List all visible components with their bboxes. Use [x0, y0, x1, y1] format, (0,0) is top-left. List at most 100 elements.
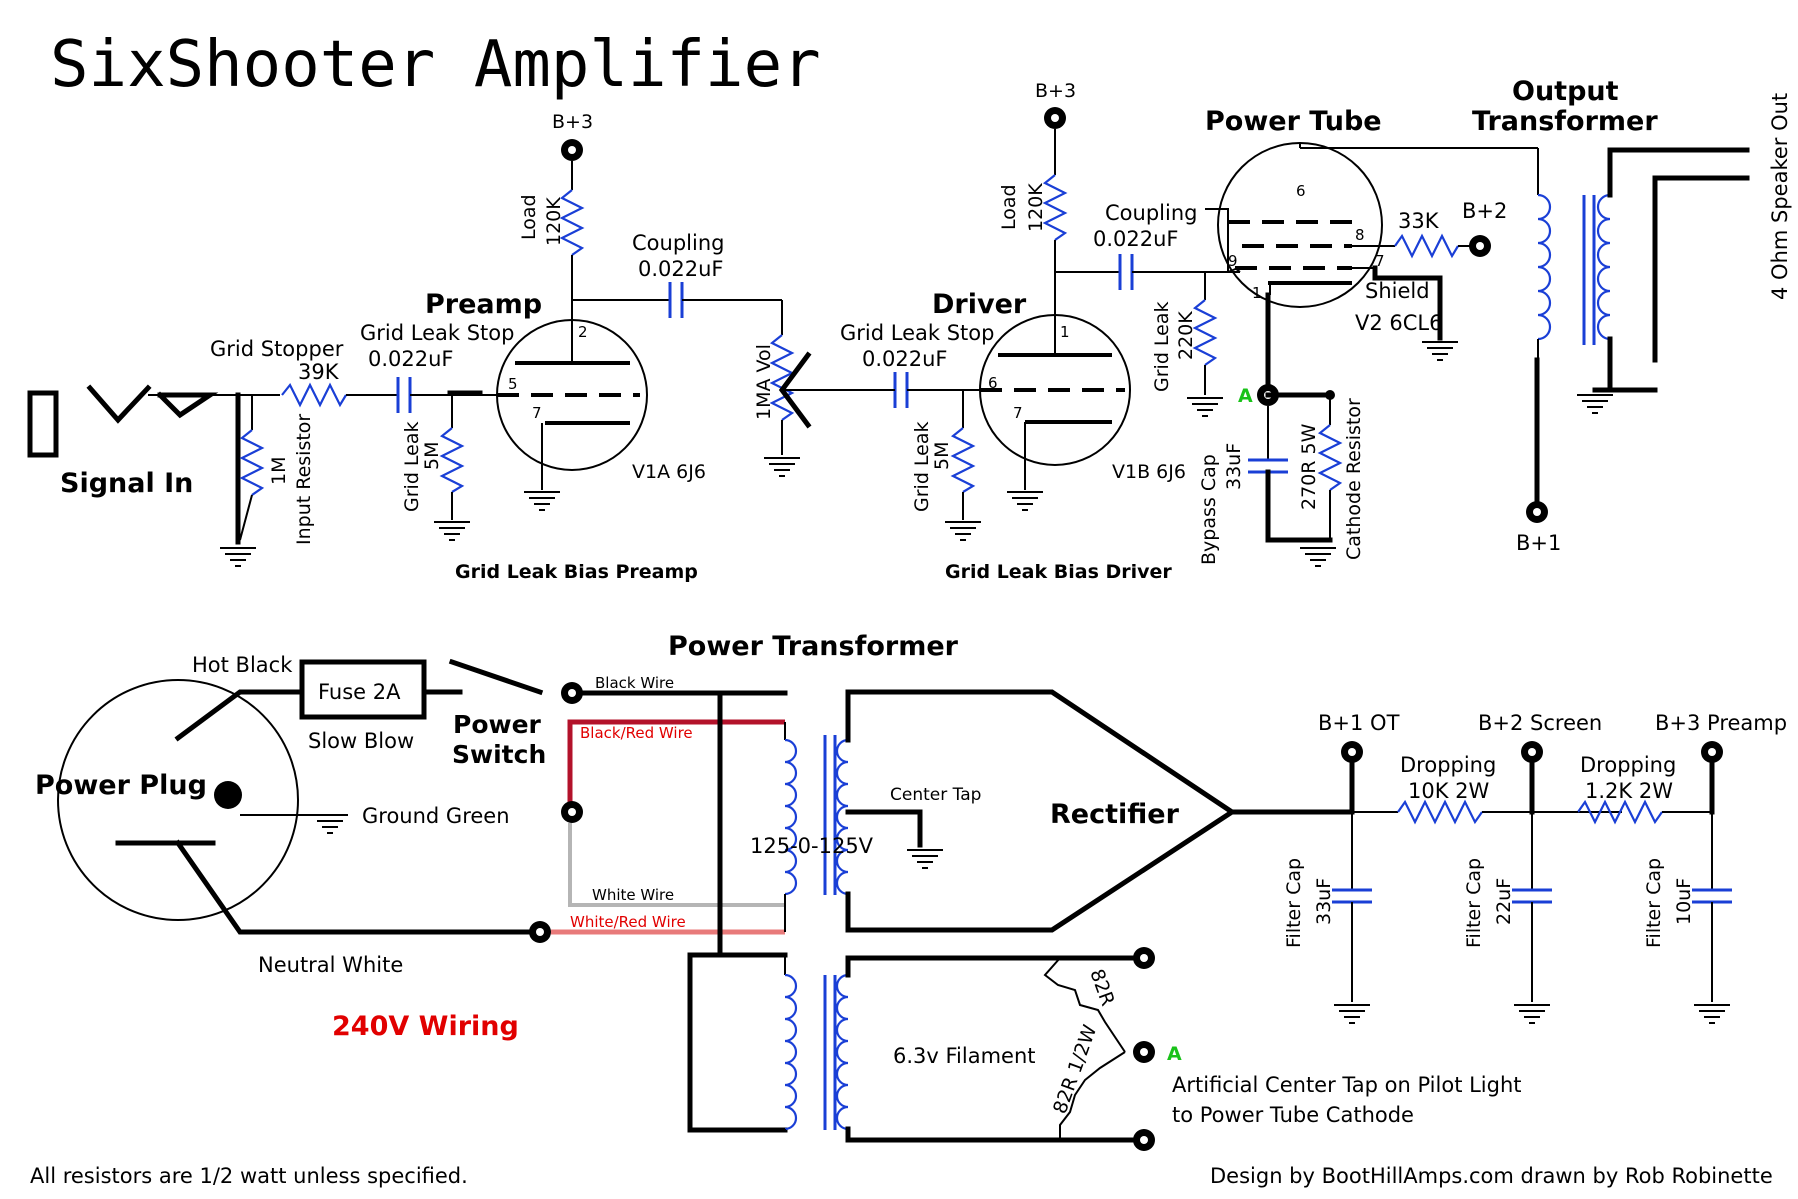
filter-cap-1-label: Filter Cap	[1283, 858, 1305, 948]
volume-pot	[769, 334, 795, 421]
neutral-white-label: Neutral White	[258, 953, 403, 977]
wiring-240-label: 240V Wiring	[332, 1011, 519, 1042]
cathode-res-value: 270R 5W	[1298, 423, 1320, 510]
pre-bplus3: B+3	[552, 111, 593, 133]
pre-load-label: Load	[518, 194, 540, 240]
bypass-cap-value: 33uF	[1223, 443, 1245, 490]
schematic-title: SixShooter Amplifier	[50, 28, 821, 102]
cathode-res-label: Cathode Resistor	[1343, 398, 1365, 560]
screen-resistor	[1394, 233, 1459, 259]
hot-black-label: Hot Black	[192, 653, 293, 677]
v2-pin-7: 7	[1375, 252, 1385, 270]
screen-res-value: 33K	[1398, 209, 1440, 233]
power-transformer-label: Power Transformer	[668, 631, 959, 662]
power-switch-label-2: Switch	[452, 740, 546, 769]
b3-preamp-label: B+3 Preamp	[1655, 711, 1787, 735]
pwr-grid-leak-value: 220K	[1175, 311, 1197, 360]
drv-grid-leak-stop-label: Grid Leak Stop	[840, 321, 994, 345]
b1-ot-label: B+1 OT	[1318, 711, 1400, 735]
drv-load-value: 120K	[1025, 183, 1047, 232]
pre-load-resistor	[559, 189, 585, 256]
ot-bplus1: B+1	[1516, 531, 1561, 555]
power-tube-label: Power Tube	[1205, 106, 1382, 137]
v2-pin-9: 9	[1228, 252, 1238, 270]
dropping-resistor-2	[1577, 799, 1663, 825]
dropping-resistor-1	[1397, 799, 1483, 825]
ground-green-label: Ground Green	[362, 804, 510, 828]
drv-grid-leak-resistor	[950, 427, 976, 493]
output-transformer-label-1: Output	[1512, 76, 1619, 107]
center-tap-label: Center Tap	[890, 785, 981, 805]
filament-node-a: A	[1167, 1043, 1182, 1065]
filament-r2-value: 82R 1/2W	[1049, 1022, 1101, 1117]
pre-load-value: 120K	[543, 197, 565, 246]
bypass-cap-label: Bypass Cap	[1198, 454, 1220, 565]
secondary-hv-label: 125-0-125V	[750, 834, 874, 858]
power-switch-blade	[448, 658, 544, 696]
pre-coupling-value: 0.022uF	[638, 257, 724, 281]
signal-in-label: Signal In	[60, 468, 193, 499]
dropping-2-label: Dropping	[1580, 753, 1676, 777]
black-red-wire-label: Black/Red Wire	[580, 724, 693, 742]
v2-pin-1: 1	[1252, 284, 1262, 302]
dropping-1-value: 10K 2W	[1408, 779, 1490, 803]
filter-cap-3-label: Filter Cap	[1643, 858, 1665, 948]
power-plug-label: Power Plug	[35, 770, 207, 801]
v1b-pin-6: 6	[988, 374, 998, 392]
output-transformer-label-2: Transformer	[1472, 106, 1658, 137]
v1a-pin-2: 2	[578, 323, 588, 341]
grid-stopper-value: 39K	[298, 360, 340, 384]
screen-bplus2: B+2	[1462, 199, 1507, 223]
dropping-2-value: 1.2K 2W	[1585, 779, 1673, 803]
v2-pin-8: 8	[1355, 226, 1365, 244]
drv-load-label: Load	[998, 184, 1020, 230]
pre-grid-leak-stop-value: 0.022uF	[368, 347, 454, 371]
pre-coupling-cap	[668, 282, 684, 318]
drv-coupling-cap	[1118, 254, 1134, 290]
dropping-1-label: Dropping	[1400, 753, 1496, 777]
v2-pin-6: 6	[1296, 182, 1306, 200]
v1b-pin-7: 7	[1013, 404, 1023, 422]
v1a-pin-7: 7	[532, 404, 542, 422]
grid-leak-bias-driver: Grid Leak Bias Driver	[945, 561, 1172, 583]
driver-label: Driver	[932, 289, 1027, 320]
rectifier-label: Rectifier	[1050, 799, 1180, 830]
input-resistor-label: Input Resistor	[293, 414, 315, 545]
filter-cap-2-label: Filter Cap	[1463, 858, 1485, 948]
drv-grid-leak-stop-value: 0.022uF	[862, 347, 948, 371]
v1a-type: V1A 6J6	[632, 461, 706, 483]
filament-transformer	[784, 955, 1139, 1143]
input-resistor-value: 1M	[268, 457, 290, 485]
signal-input-jack	[27, 384, 280, 545]
slow-blow-label: Slow Blow	[308, 729, 414, 753]
output-transformer	[1534, 147, 1750, 503]
grid-stopper-resistor	[281, 382, 347, 408]
shield-label: Shield	[1365, 279, 1430, 303]
footer-note: All resistors are 1/2 watt unless specif…	[30, 1164, 468, 1188]
v1b-type: V1B 6J6	[1112, 461, 1186, 483]
pre-grid-leak-stop-cap	[396, 377, 412, 413]
speaker-out-label: 4 Ohm Speaker Out	[1768, 93, 1792, 300]
footer-credit: Design by BootHillAmps.com drawn by Rob …	[1210, 1164, 1773, 1188]
pre-grid-leak-value: 5M	[421, 442, 443, 470]
filament-r1-value: 82R	[1085, 966, 1118, 1009]
pre-grid-leak-stop-label: Grid Leak Stop	[360, 321, 514, 345]
power-plug	[57, 679, 543, 935]
filter-cap-1-value: 33uF	[1313, 878, 1335, 925]
preamp-label: Preamp	[425, 289, 542, 320]
pwr-grid-leak-label: Grid Leak	[1151, 301, 1173, 392]
black-wire-label: Black Wire	[595, 674, 674, 692]
filter-cap-3-value: 10uF	[1673, 878, 1695, 925]
input-resistor	[239, 395, 265, 541]
power-switch-label-1: Power	[453, 710, 542, 739]
drv-coupling-label: Coupling	[1105, 201, 1197, 225]
grid-leak-bias-preamp: Grid Leak Bias Preamp	[455, 561, 698, 583]
drv-load-resistor	[1042, 174, 1068, 241]
volume-label: 1MA Vol	[753, 344, 775, 420]
cathode-node-a: A	[1238, 385, 1253, 407]
white-red-wire-label: White/Red Wire	[570, 913, 686, 931]
v2-type: V2 6CL6	[1355, 311, 1443, 335]
pre-coupling-label: Coupling	[632, 231, 724, 255]
filter-cap-2-value: 22uF	[1493, 878, 1515, 925]
drv-bplus3: B+3	[1035, 80, 1076, 102]
